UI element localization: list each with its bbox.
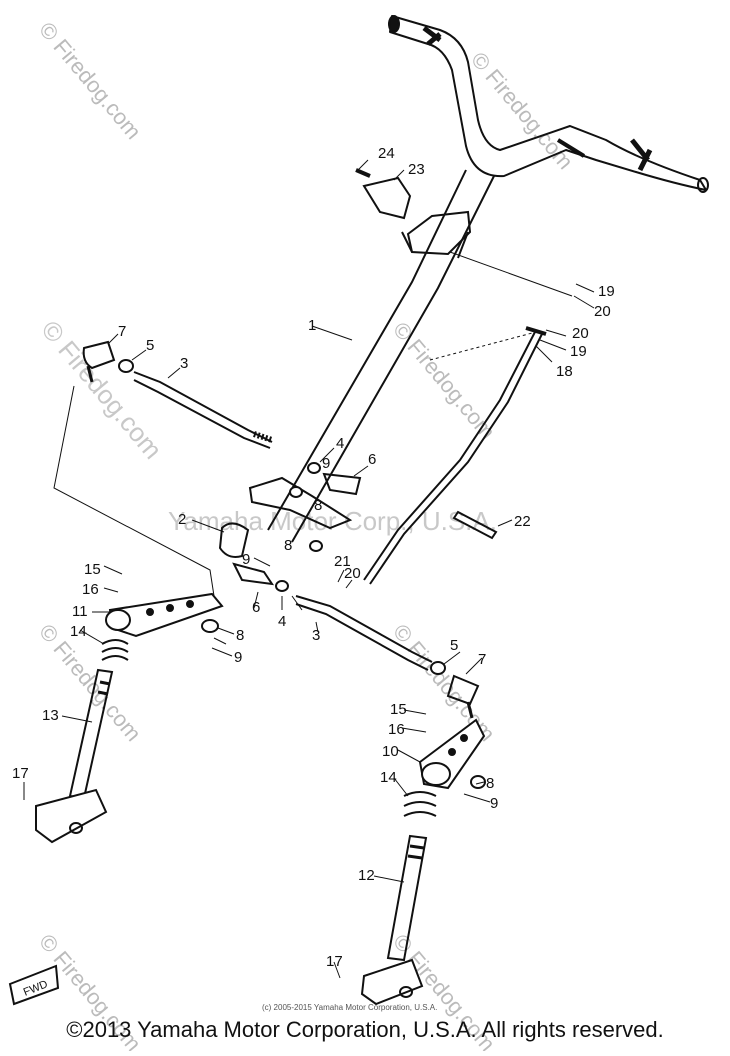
callout: 9: [242, 551, 250, 568]
callout: 2: [178, 511, 186, 528]
springs: [101, 639, 437, 817]
callout: 12: [358, 867, 375, 884]
callout: 6: [252, 599, 260, 616]
callout: 8: [486, 775, 494, 792]
nuts: [118, 359, 486, 789]
watermark-layer: © Firedog.com © Firedog.com © Firedog.co…: [34, 17, 578, 1056]
steering-arm-left: [105, 592, 224, 638]
callout: 4: [336, 435, 344, 452]
watermark-site: © Firedog.com: [466, 47, 578, 174]
callout: 19: [598, 283, 615, 300]
callout: 21: [334, 553, 351, 570]
watermark-site: © Firedog.com: [34, 619, 146, 746]
tie-rod-lower: [295, 595, 433, 671]
callout-layer: 24 23 1 7 5 3 2 4 6 9 8 8 9 21 20 6 4 3 …: [12, 145, 615, 970]
callout: 17: [12, 765, 29, 782]
ball-joint-upper: [82, 340, 116, 383]
callout: 20: [594, 303, 611, 320]
callout: 15: [84, 561, 101, 578]
leader-lines: [23, 159, 595, 979]
callout: 4: [278, 613, 286, 630]
callout: 16: [82, 581, 99, 598]
steering-column: [218, 169, 495, 558]
callout: 5: [146, 337, 154, 354]
watermark-center: Yamaha Motor Corp., U.S.A.: [168, 506, 497, 536]
callout: 8: [314, 497, 322, 514]
callout: 23: [408, 161, 425, 178]
callout: 22: [514, 513, 531, 530]
callout: 3: [180, 355, 188, 372]
callout: 1: [308, 317, 316, 334]
spindle-left: [35, 668, 114, 844]
assembly-lines: [53, 251, 573, 597]
ball-joint-lower: [446, 674, 480, 719]
callout: 9: [490, 795, 498, 812]
fwd-indicator: FWD: [8, 964, 60, 1006]
watermark-site: © Firedog.com: [388, 619, 500, 746]
bracket-23: [355, 168, 412, 220]
copyright-footer: ©2013 Yamaha Motor Corporation, U.S.A. A…: [66, 1017, 664, 1042]
callout: 10: [382, 743, 399, 760]
callout: 16: [388, 721, 405, 738]
callout: 20: [572, 325, 589, 342]
callout: 13: [42, 707, 59, 724]
tie-rod-18: [363, 326, 547, 585]
callout: 24: [378, 145, 395, 162]
pin-24: [452, 510, 498, 540]
callout: 15: [390, 701, 407, 718]
callout: 8: [284, 537, 292, 554]
spindle-right: [360, 834, 428, 1006]
callout: 18: [556, 363, 573, 380]
callout: 19: [570, 343, 587, 360]
callout: 7: [118, 323, 126, 340]
callout: 5: [450, 637, 458, 654]
callout: 14: [380, 769, 397, 786]
callout: 17: [326, 953, 343, 970]
fine-print: (c) 2005-2015 Yamaha Motor Corporation, …: [262, 1003, 437, 1012]
callout: 6: [368, 451, 376, 468]
tie-rod-upper: [133, 371, 273, 449]
callout: 11: [72, 603, 88, 620]
callout: 9: [234, 649, 242, 666]
callout: 14: [70, 623, 87, 640]
clamps: [232, 472, 362, 586]
callout: 7: [478, 651, 486, 668]
callout: 9: [322, 455, 330, 472]
steering-arm-right: [418, 718, 486, 790]
callout: 3: [312, 627, 320, 644]
handlebar: [388, 15, 709, 193]
callout: 8: [236, 627, 244, 644]
callout: 20: [344, 565, 361, 582]
watermark-site: © Firedog.com: [34, 17, 146, 144]
